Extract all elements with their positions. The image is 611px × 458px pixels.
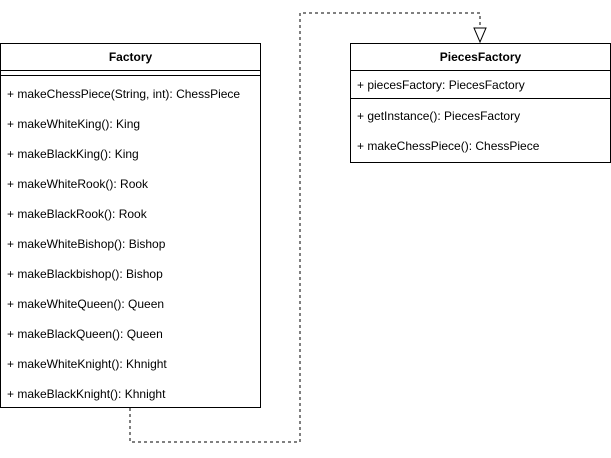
factory-method: + makeWhiteKnight(): Khnight	[7, 357, 167, 371]
factory-method: + makeChessPiece(String, int): ChessPiec…	[7, 87, 241, 101]
hollow-triangle-arrowhead-icon	[473, 27, 487, 44]
factory-method: + makeWhiteQueen(): Queen	[7, 297, 165, 311]
pieces-factory-method: + makeChessPiece(): ChessPiece	[357, 139, 540, 153]
factory-method: + makeBlackKnight(): Khnight	[7, 387, 166, 401]
factory-method: + makeWhiteKing(): King	[7, 117, 141, 131]
factory-method: + makeBlackbishop(): Bishop	[7, 267, 163, 281]
factory-method: + makeWhiteBishop(): Bishop	[7, 237, 166, 251]
pieces-factory-class-name: PiecesFactory	[351, 44, 610, 71]
factory-class-name: Factory	[1, 44, 260, 71]
factory-attributes-compartment	[1, 71, 260, 76]
pieces-factory-class-box[interactable]: PiecesFactory + piecesFactory: PiecesFac…	[350, 43, 611, 163]
factory-method: + makeBlackQueen(): Queen	[7, 327, 163, 341]
factory-method: + makeBlackRook(): Rook	[7, 207, 147, 221]
factory-method: + makeWhiteRook(): Rook	[7, 177, 149, 191]
pieces-factory-method: + getInstance(): PiecesFactory	[357, 109, 521, 123]
pieces-factory-attributes-compartment: + piecesFactory: PiecesFactory	[351, 71, 610, 99]
pieces-factory-methods-compartment: + getInstance(): PiecesFactory + makeChe…	[351, 99, 610, 161]
factory-methods-compartment: + makeChessPiece(String, int): ChessPiec…	[1, 76, 260, 409]
factory-class-box[interactable]: Factory + makeChessPiece(String, int): C…	[0, 43, 261, 408]
factory-method: + makeBlackKing(): King	[7, 147, 139, 161]
pieces-factory-attribute: + piecesFactory: PiecesFactory	[357, 78, 525, 92]
